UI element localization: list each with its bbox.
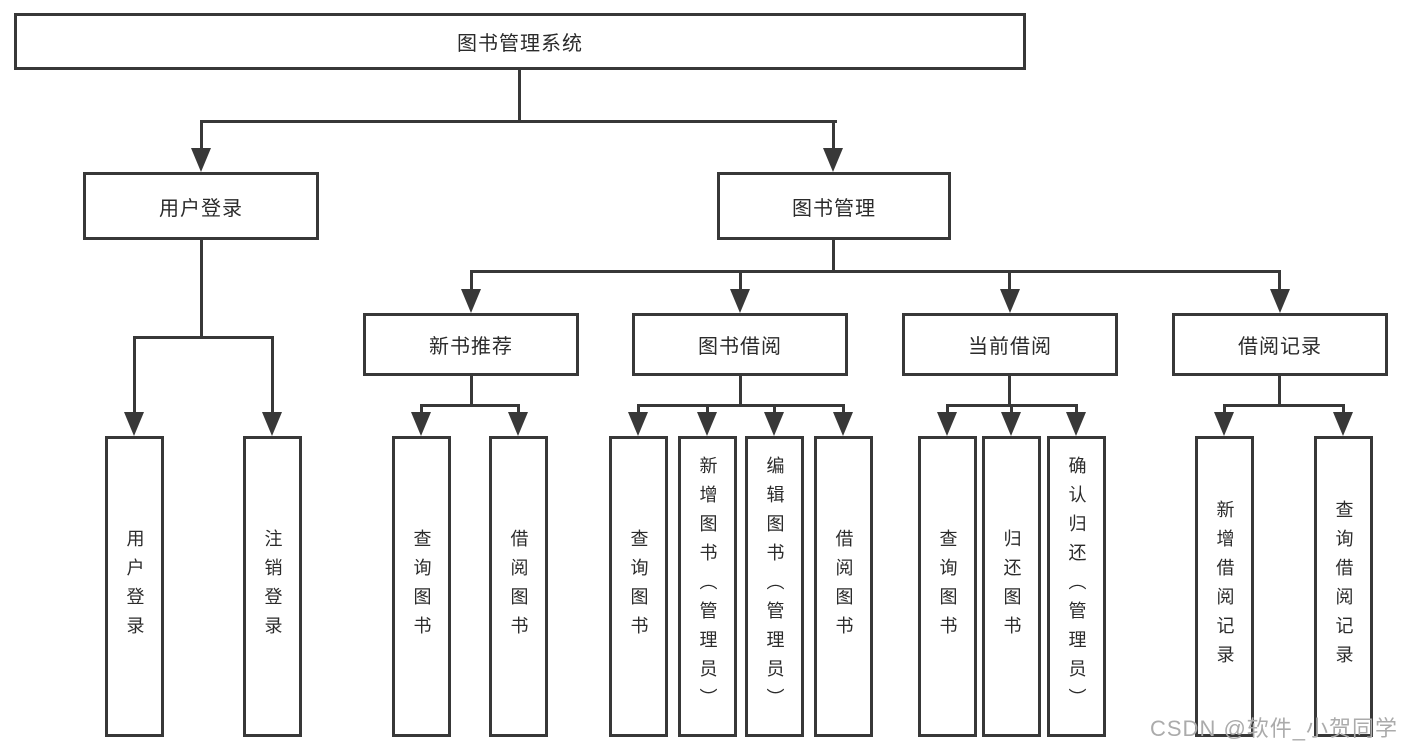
connector-l2-drop: [739, 270, 742, 292]
connector-leaf-drop: [517, 404, 520, 414]
node-leaf-query-book-rec: 查询图书: [392, 436, 451, 737]
node-leaf-borrow-book-borrow: 借阅图书: [814, 436, 873, 737]
connector-leaf-drop: [1342, 404, 1345, 414]
connector-book-borrow-elbow: [637, 404, 845, 407]
arrowhead-down-icon: [191, 148, 211, 172]
arrowhead-down-icon: [764, 412, 784, 436]
node-leaf-return-book-label: 归还图书: [1001, 528, 1022, 645]
node-user-login: 用户登录: [83, 172, 319, 240]
connector-l2-drop: [1278, 270, 1281, 292]
connector-borrow-records-stem: [1278, 376, 1281, 407]
arrowhead-down-icon: [1001, 412, 1021, 436]
connector-new-book-rec-stem: [470, 376, 473, 407]
node-leaf-add-borrow-record-label: 新增借阅记录: [1214, 499, 1235, 674]
node-leaf-user-login-label: 用户登录: [124, 528, 145, 645]
node-leaf-confirm-return-admin-label: 确认归还（管理员）: [1066, 456, 1087, 717]
node-leaf-query-borrow-record-label: 查询借阅记录: [1333, 499, 1354, 674]
arrowhead-down-icon: [461, 289, 481, 313]
node-user-login-label: 用户登录: [159, 197, 243, 220]
node-borrow-records-label: 借阅记录: [1238, 336, 1322, 358]
node-leaf-query-book-borrow: 查询图书: [609, 436, 668, 737]
connector-current-borrow-stem: [1008, 376, 1011, 407]
arrowhead-down-icon: [628, 412, 648, 436]
node-book-mgmt: 图书管理: [717, 172, 951, 240]
connector-user-login-stem: [200, 240, 203, 339]
node-root-label: 图书管理系统: [457, 33, 583, 55]
arrowhead-down-icon: [411, 412, 431, 436]
connector-book-borrow-stem: [739, 376, 742, 407]
node-leaf-query-book-current-label: 查询图书: [937, 528, 958, 645]
arrowhead-down-icon: [833, 412, 853, 436]
node-leaf-add-borrow-record: 新增借阅记录: [1195, 436, 1254, 737]
node-book-borrow: 图书借阅: [632, 313, 848, 376]
connector-root-stem: [518, 68, 521, 123]
arrowhead-down-icon: [1000, 289, 1020, 313]
connector-leaf-drop: [842, 404, 845, 414]
arrowhead-down-icon: [1066, 412, 1086, 436]
node-leaf-query-borrow-record: 查询借阅记录: [1314, 436, 1373, 737]
connector-leaf-drop: [1223, 404, 1226, 414]
node-leaf-query-book-borrow-label: 查询图书: [628, 528, 649, 645]
node-leaf-confirm-return-admin: 确认归还（管理员）: [1047, 436, 1106, 737]
connector-root-elbow: [200, 120, 837, 123]
connector-leaf-drop: [773, 404, 776, 414]
connector-borrow-records-elbow: [1223, 404, 1345, 407]
arrowhead-down-icon: [937, 412, 957, 436]
node-leaf-add-book-admin-label: 新增图书（管理员）: [697, 456, 718, 717]
arrowhead-down-icon: [697, 412, 717, 436]
node-leaf-return-book: 归还图书: [982, 436, 1041, 737]
arrowhead-down-icon: [1270, 289, 1290, 313]
node-root: 图书管理系统: [14, 13, 1026, 70]
node-book-mgmt-label: 图书管理: [792, 197, 876, 220]
node-book-borrow-label: 图书借阅: [698, 336, 782, 358]
connector-leaf-drop: [1075, 404, 1078, 414]
arrowhead-down-icon: [262, 412, 282, 436]
node-new-book-rec: 新书推荐: [363, 313, 579, 376]
node-leaf-borrow-book-rec: 借阅图书: [489, 436, 548, 737]
node-leaf-logout: 注销登录: [243, 436, 302, 737]
connector-new-book-rec-elbow: [420, 404, 520, 407]
connector-l2-drop: [470, 270, 473, 292]
connector-leaf-drop: [706, 404, 709, 414]
arrowhead-down-icon: [1333, 412, 1353, 436]
arrowhead-down-icon: [508, 412, 528, 436]
node-leaf-query-book-rec-label: 查询图书: [411, 528, 432, 645]
node-leaf-edit-book-admin: 编辑图书（管理员）: [745, 436, 804, 737]
arrowhead-down-icon: [730, 289, 750, 313]
node-leaf-borrow-book-borrow-label: 借阅图书: [833, 528, 854, 645]
node-leaf-borrow-book-rec-label: 借阅图书: [508, 528, 529, 645]
node-new-book-rec-label: 新书推荐: [429, 336, 513, 358]
connector-book-mgmt-elbow: [470, 270, 1281, 273]
arrowhead-down-icon: [1214, 412, 1234, 436]
connector-leaf-drop: [271, 336, 274, 414]
connector-book-mgmt-stem: [832, 240, 835, 273]
connector-l2-drop: [1008, 270, 1011, 292]
connector-leaf-drop: [1010, 404, 1013, 414]
node-borrow-records: 借阅记录: [1172, 313, 1388, 376]
connector-leaf-drop: [946, 404, 949, 414]
watermark: CSDN @软件_小贺同学: [1150, 716, 1399, 741]
node-current-borrow-label: 当前借阅: [968, 336, 1052, 358]
node-current-borrow: 当前借阅: [902, 313, 1118, 376]
node-leaf-edit-book-admin-label: 编辑图书（管理员）: [764, 456, 785, 717]
connector-leaf-drop: [133, 336, 136, 414]
connector-user-login-elbow: [133, 336, 274, 339]
arrowhead-down-icon: [124, 412, 144, 436]
arrowhead-down-icon: [823, 148, 843, 172]
node-leaf-logout-label: 注销登录: [262, 528, 283, 645]
connector-user-login-drop: [200, 120, 203, 152]
node-leaf-query-book-current: 查询图书: [918, 436, 977, 737]
node-leaf-user-login: 用户登录: [105, 436, 164, 737]
connector-leaf-drop: [637, 404, 640, 414]
node-leaf-add-book-admin: 新增图书（管理员）: [678, 436, 737, 737]
connector-leaf-drop: [420, 404, 423, 414]
connector-book-mgmt-drop: [832, 120, 835, 152]
